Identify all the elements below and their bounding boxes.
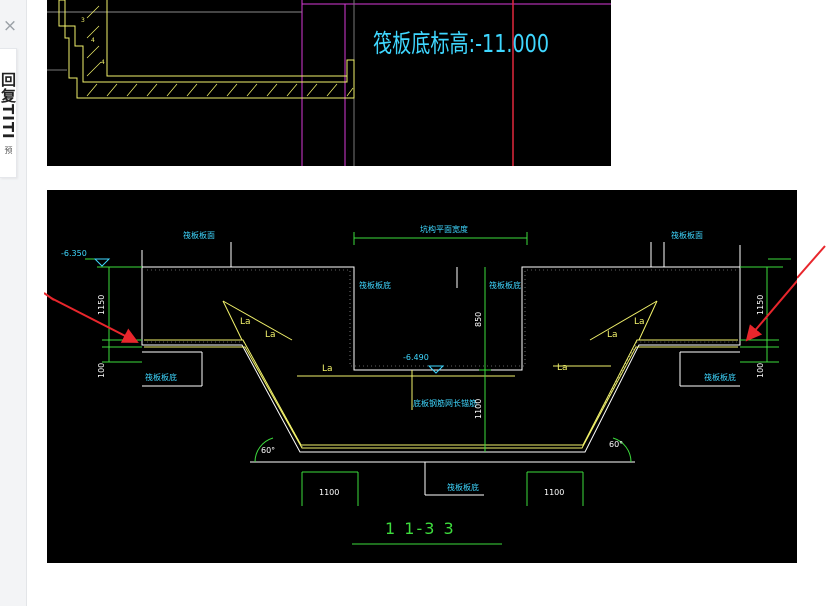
elevation-label: 筏板底标高:-11.000 xyxy=(373,29,549,58)
dim-1100-left: 1100 xyxy=(319,488,339,497)
dim-right-h: 1150 xyxy=(756,295,765,315)
cad-image-bottom: 筏板板面 筏板板面 坑构平面宽度 -6.350 -6.490 筏板板底 筏板板底… xyxy=(47,190,797,563)
label-la: La xyxy=(557,363,568,373)
dim-mark: 3 xyxy=(81,17,85,24)
dim-60-left: 60° xyxy=(261,446,275,455)
dim-100-left: 100 xyxy=(97,363,106,378)
left-arrow-tail xyxy=(44,292,55,301)
label-bottom-note-right: 筏板板底 xyxy=(704,372,736,382)
label-left-elev: -6.350 xyxy=(61,249,87,258)
cad-image-top: 3 4 4 筏板底标高:-11.000 xyxy=(47,0,611,166)
cad-drawing-bottom: 筏板板面 筏板板面 坑构平面宽度 -6.350 -6.490 筏板板底 筏板板底… xyxy=(47,190,797,563)
label-raft-top-left: 筏板板面 xyxy=(183,230,215,240)
close-icon[interactable]: × xyxy=(2,16,18,36)
label-pit-width: 坑构平面宽度 xyxy=(420,224,468,234)
dim-60-right: 60° xyxy=(609,440,623,449)
label-la: La xyxy=(265,330,276,340)
right-arrow-tail xyxy=(797,245,826,279)
right-arrow-icon xyxy=(745,279,797,342)
reply-side-tab[interactable]: 回复TITI 预 xyxy=(0,48,17,178)
label-raft-bottom-right: 筏板板底 xyxy=(489,280,521,290)
label-la: La xyxy=(322,364,333,374)
dim-mid-top: 850 xyxy=(474,312,483,327)
dim-mark: 4 xyxy=(101,59,105,66)
dim-mid-bottom: 1100 xyxy=(474,399,483,419)
label-la: La xyxy=(607,330,618,340)
reply-tab-sub: 预 xyxy=(4,145,13,155)
label-pit-mid-note: 底板钢筋网长锚筋 xyxy=(413,398,477,408)
label-raft-bottom-left: 筏板板底 xyxy=(359,280,391,290)
dim-left-h: 1150 xyxy=(97,295,106,315)
label-raft-top-right: 筏板板面 xyxy=(671,230,703,240)
dim-mark: 4 xyxy=(91,37,95,44)
left-arrow-icon xyxy=(50,297,139,343)
dim-1100-right: 1100 xyxy=(544,488,564,497)
label-bottom-note-left: 筏板板底 xyxy=(145,372,177,382)
section-caption: 1 1-3 3 xyxy=(385,519,456,538)
label-inner-elev: -6.490 xyxy=(403,353,429,362)
label-pit-bottom-note: 筏板板底 xyxy=(447,482,479,492)
reply-tab-label: 回复TITI xyxy=(0,71,17,140)
cad-drawing-top: 3 4 4 筏板底标高:-11.000 xyxy=(47,0,611,166)
dim-100-right: 100 xyxy=(756,363,765,378)
label-la: La xyxy=(634,317,645,327)
label-la: La xyxy=(240,317,251,327)
left-rail: × 回复TITI 预 xyxy=(0,0,27,606)
